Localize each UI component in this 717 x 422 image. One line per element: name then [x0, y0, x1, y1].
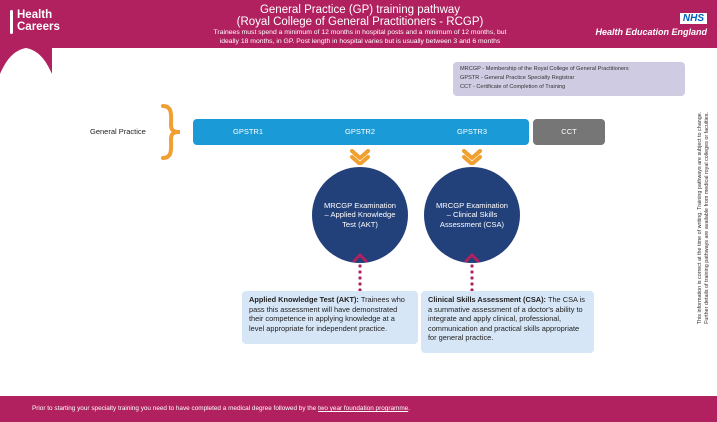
- page-title-secondary: (Royal College of General Practitioners …: [236, 16, 484, 28]
- info-box-heading: Applied Knowledge Test (AKT):: [249, 295, 359, 304]
- legend-item: MRCGP - Membership of the Royal College …: [460, 66, 629, 72]
- stage-gpstr1: GPSTR1: [232, 127, 263, 136]
- nhs-hee-logo[interactable]: NHS Health Education England: [595, 8, 707, 38]
- down-arrow-icon: [350, 149, 370, 165]
- nhs-org-name: Health Education England: [595, 27, 707, 37]
- stage-gpstr2: GPSTR2: [344, 127, 375, 136]
- page-title: General Practice (GP) training pathway: [259, 4, 461, 16]
- pathway-label: General Practice: [90, 127, 146, 136]
- page-title-block: General Practice (GP) training pathway (…: [150, 4, 570, 46]
- footer-note: Prior to starting your specialty trainin…: [32, 405, 410, 412]
- logo-line-2: Careers: [17, 21, 60, 33]
- exam-circle-label: MRCGP Examination – Applied Knowledge Te…: [323, 200, 397, 229]
- header-banner: [0, 0, 717, 48]
- header-curve-decoration: [0, 46, 717, 74]
- footer-banner: Prior to starting your specialty trainin…: [0, 396, 717, 422]
- brace-icon: [161, 104, 181, 160]
- footer-end: .: [408, 405, 410, 412]
- abbreviation-legend: MRCGP - Membership of the Royal College …: [453, 62, 685, 96]
- legend-item: CCT - Certificate of Completion of Train…: [460, 84, 566, 90]
- info-box-body: Trainees who pass this assessment will h…: [249, 295, 405, 333]
- legend-item: GPSTR - General Practice Specialty Regis…: [460, 75, 575, 81]
- health-careers-logo[interactable]: Health Careers: [10, 9, 60, 34]
- nhs-badge: NHS: [679, 13, 707, 24]
- footer-text: Prior to starting your specialty trainin…: [32, 405, 318, 412]
- foundation-programme-link[interactable]: two year foundation programme: [317, 405, 409, 412]
- stage-gpstr3: GPSTR3: [456, 127, 487, 136]
- info-box-body: The CSA is a summative assessment of a d…: [428, 295, 585, 343]
- cct-bar: [533, 119, 605, 145]
- side-disclaimer: This information is correct at the time …: [692, 96, 716, 340]
- side-disclaimer-line-1: This information is correct at the time …: [697, 111, 703, 325]
- side-disclaimer-line-2: Further details of training pathways are…: [704, 112, 710, 324]
- info-box-akt: Applied Knowledge Test (AKT): Trainees w…: [242, 291, 418, 344]
- dotted-up-arrow-icon: [464, 253, 480, 292]
- logo-line-1: Health: [17, 9, 53, 21]
- dotted-up-arrow-icon: [352, 253, 368, 292]
- exam-circle-akt: MRCGP Examination – Applied Knowledge Te…: [312, 167, 408, 263]
- exam-circle-csa: MRCGP Examination – Clinical Skills Asse…: [424, 167, 520, 263]
- subtitle-line-2: ideally 18 months, in GP. Post length in…: [219, 38, 501, 45]
- training-stages-bar: [193, 119, 529, 145]
- exam-circle-label: MRCGP Examination – Clinical Skills Asse…: [435, 200, 509, 229]
- info-box-heading: Clinical Skills Assessment (CSA):: [428, 295, 547, 304]
- info-box-csa: Clinical Skills Assessment (CSA): The CS…: [421, 291, 594, 353]
- down-arrow-icon: [462, 149, 482, 165]
- subtitle-line-1: Trainees must spend a minimum of 12 mont…: [213, 29, 507, 36]
- stage-cct: CCT: [561, 127, 577, 136]
